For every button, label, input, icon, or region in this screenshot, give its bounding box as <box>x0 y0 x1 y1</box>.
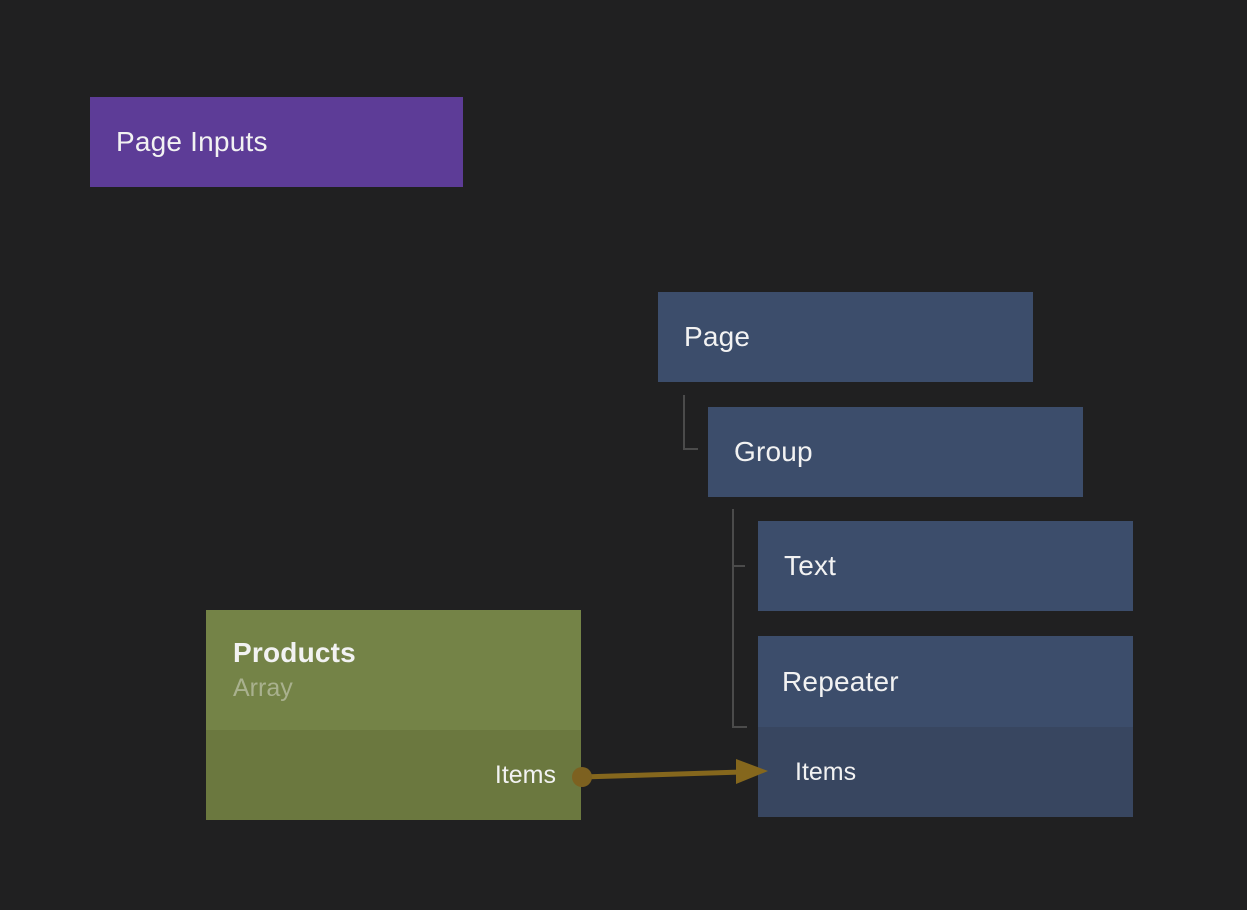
node-page-inputs-title: Page Inputs <box>116 126 268 157</box>
node-repeater[interactable]: Repeater Items <box>758 636 1133 817</box>
node-products-subtitle: Array <box>233 674 293 702</box>
node-page-title: Page <box>684 321 751 352</box>
node-repeater-title: Repeater <box>782 665 899 697</box>
node-products-title: Products <box>233 637 356 668</box>
node-group[interactable]: Group <box>708 407 1083 497</box>
node-products[interactable]: Products Array Items <box>206 610 581 820</box>
binding-wire[interactable] <box>581 769 743 780</box>
node-products-header[interactable]: Products Array <box>206 610 581 730</box>
products-items-output-row[interactable]: Items <box>206 730 581 820</box>
node-group-title: Group <box>734 436 813 467</box>
node-page-inputs[interactable]: Page Inputs <box>90 97 463 187</box>
tree-connector-page-to-group <box>683 395 698 450</box>
binding-connection-products-items-to-repeater-items[interactable] <box>572 759 768 787</box>
node-page[interactable]: Page <box>658 292 1033 382</box>
products-items-port-label: Items <box>494 760 556 789</box>
node-text[interactable]: Text <box>758 521 1133 611</box>
node-text-title: Text <box>784 550 837 581</box>
tree-connector-group-to-children <box>732 509 747 728</box>
repeater-items-input-row[interactable]: Items <box>758 727 1133 817</box>
node-repeater-header[interactable]: Repeater <box>758 636 1133 727</box>
repeater-items-port-label: Items <box>795 757 857 786</box>
